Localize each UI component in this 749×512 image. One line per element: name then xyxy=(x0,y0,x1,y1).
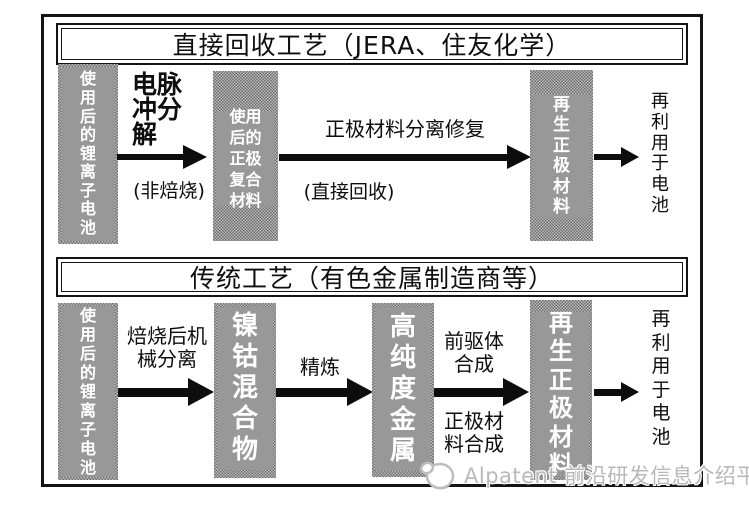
alpatent-logo-icon xyxy=(419,457,459,493)
direct-step2-arrow xyxy=(279,145,531,169)
traditional-process-title-box: 传统工艺（有色金属制造商等） xyxy=(56,257,688,297)
nickel-cobalt-box-label: 镍 钴 混 合 物 xyxy=(231,311,258,465)
traditional-step2-label: 精炼 xyxy=(300,355,340,379)
traditional-product-box: 再 生 正 极 材 料 xyxy=(530,300,592,480)
traditional-step1-arrow xyxy=(118,378,214,406)
direct-process-title: 直接回收工艺（JERA、住友化学） xyxy=(172,31,572,60)
high-purity-metal-box: 高 纯 度 金 属 xyxy=(372,303,434,477)
watermark: Alpatent 前沿研发信息介绍平台 xyxy=(419,456,749,494)
direct-outcome-text: 再 利 用 于 电 池 xyxy=(651,91,669,216)
traditional-source-box-label: 使 用 后 的 锂 离 子 电 池 xyxy=(79,306,96,477)
direct-intermediate-box: 使用 后的 正极 复合 材料 xyxy=(213,71,278,241)
direct-product-box-label: 再 生 正 极 材 料 xyxy=(553,94,570,218)
nickel-cobalt-box: 镍 钴 混 合 物 xyxy=(214,303,276,478)
traditional-output-arrow xyxy=(594,382,639,402)
traditional-source-box: 使 用 后 的 锂 离 子 电 池 xyxy=(58,303,118,480)
traditional-step3-label-top: 前驱体 合成 xyxy=(444,329,504,376)
direct-step2-note: (直接回收) xyxy=(303,181,395,203)
traditional-process-title: 传统工艺（有色金属制造商等） xyxy=(189,264,554,293)
direct-intermediate-box-label: 使用 后的 正极 复合 材料 xyxy=(229,106,262,210)
direct-process-title-box: 直接回收工艺（JERA、住友化学） xyxy=(56,23,688,65)
direct-product-box: 再 生 正 极 材 料 xyxy=(530,70,593,241)
traditional-product-box-label: 再 生 正 极 材 料 xyxy=(549,308,573,480)
traditional-step3-arrow xyxy=(434,378,529,406)
high-purity-metal-box-label: 高 纯 度 金 属 xyxy=(389,312,416,466)
traditional-outcome-text: 再 利 用 于 电 池 xyxy=(651,308,671,448)
direct-step1-label: 电脉 冲分 解 xyxy=(132,70,183,149)
direct-step2-label: 正极材料分离修复 xyxy=(325,117,485,141)
direct-source-box-label: 使 用 后 的 锂 离 子 电 池 xyxy=(79,69,96,238)
traditional-step2-arrow xyxy=(276,378,373,406)
watermark-text: Alpatent 前沿研发信息介绍平台 xyxy=(464,464,749,488)
direct-output-arrow xyxy=(594,147,639,167)
traditional-step1-label: 焙烧后机 械分离 xyxy=(127,324,207,371)
direct-step1-arrow xyxy=(117,145,207,169)
traditional-step3-label-bottom: 正极材 料合成 xyxy=(444,409,504,456)
direct-source-box: 使 用 后 的 锂 离 子 电 池 xyxy=(58,64,118,244)
direct-step1-note: (非焙烧) xyxy=(133,180,205,202)
